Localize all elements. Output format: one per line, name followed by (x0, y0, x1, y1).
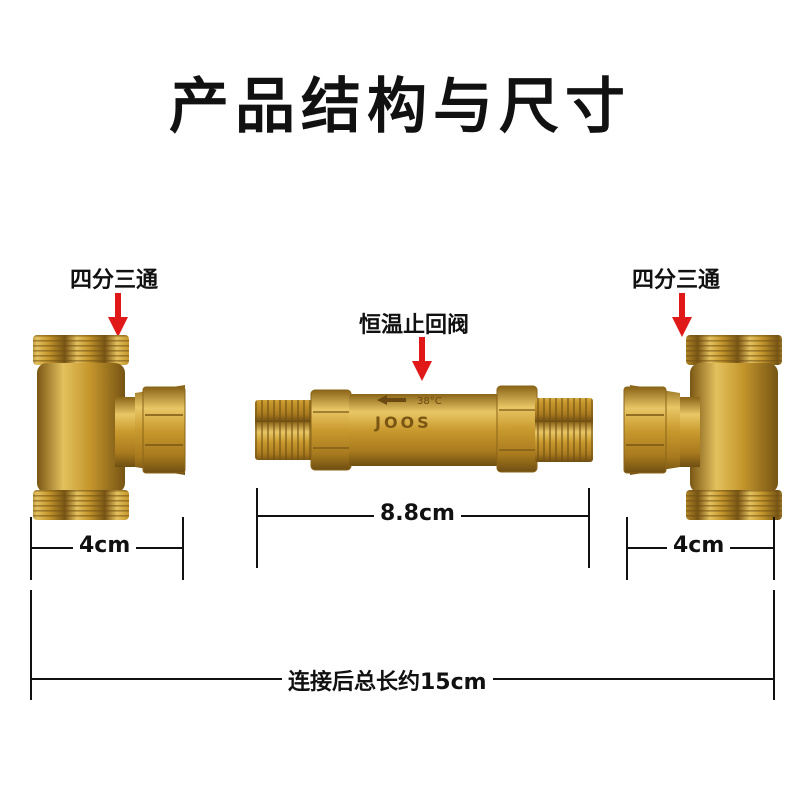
right-tee-dimension: 4cm (667, 533, 731, 558)
valve-dim-tick-right (588, 488, 590, 568)
total-dim-tick-right (773, 590, 775, 700)
valve-dim-tick-left (256, 488, 258, 568)
left-tee-image (33, 335, 186, 520)
left-tee-dimension: 4cm (73, 533, 137, 558)
page-title: 产品结构与尺寸 (169, 72, 631, 142)
left-dim-tick-right (182, 517, 184, 580)
right-dim-tick-left (626, 517, 628, 580)
valve-arrow-icon (412, 337, 432, 381)
total-dim-tick-left (30, 590, 32, 700)
valve-temp-marking: 38°C (417, 396, 442, 407)
right-tee-image (623, 335, 782, 520)
left-tee-label: 四分三通 (70, 268, 159, 293)
valve-dimension: 8.8cm (374, 501, 461, 526)
valve-image: 38°C JOOS (255, 385, 593, 473)
flow-arrow-icon (377, 395, 387, 405)
valve-label: 恒温止回阀 (359, 313, 470, 338)
left-dim-tick-left (30, 517, 32, 580)
right-arrow-icon (672, 293, 692, 337)
right-tee-label: 四分三通 (632, 268, 721, 293)
total-length-dimension: 连接后总长约15cm (282, 664, 493, 696)
left-arrow-icon (108, 293, 128, 337)
valve-brand-marking: JOOS (374, 413, 432, 432)
right-dim-tick-right (773, 517, 775, 580)
